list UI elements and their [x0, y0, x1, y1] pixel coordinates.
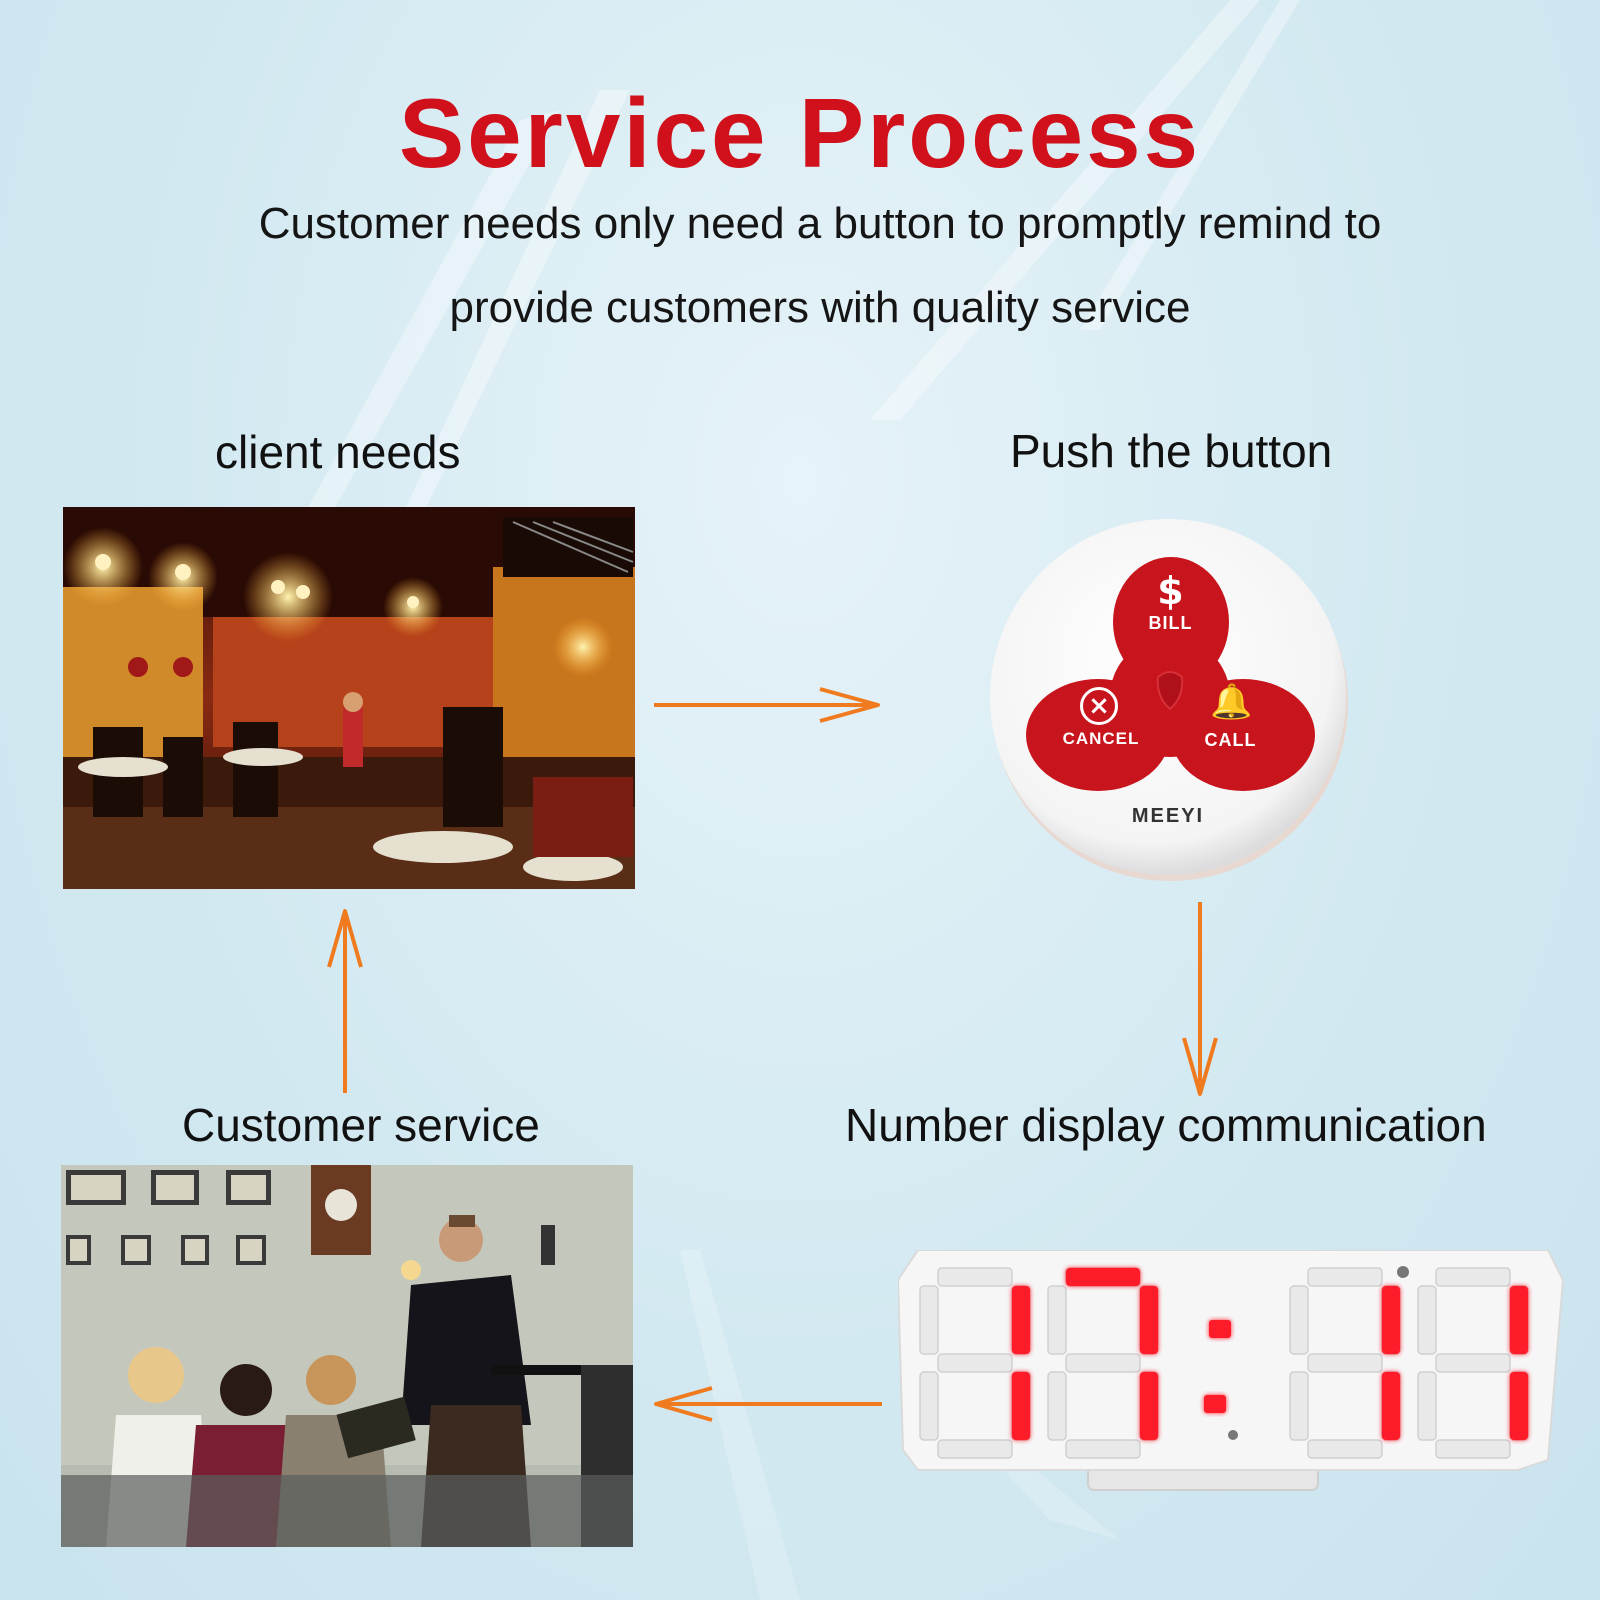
led-segment-on — [1140, 1372, 1158, 1440]
subtitle-line-1: Customer needs only need a button to pro… — [258, 199, 1382, 248]
arrow-left — [654, 1386, 882, 1422]
led-digits — [898, 1250, 1565, 1491]
page-title: Service Process — [398, 78, 1202, 188]
arrow-up — [327, 909, 363, 1093]
led-segment-on — [1066, 1268, 1140, 1286]
led-segment-off — [1435, 1267, 1511, 1287]
led-segment-on — [1510, 1286, 1528, 1354]
step-label-customer-service: Customer service — [182, 1099, 540, 1151]
step-label-push-button: Push the button — [1010, 425, 1333, 477]
led-segment-off — [919, 1371, 939, 1441]
led-segment-on — [1382, 1372, 1400, 1440]
led-segment-off — [937, 1267, 1013, 1287]
call-button-device: $ BILL × CANCEL 🔔 CALL MEEYI — [988, 517, 1353, 882]
subtitle-line-2: provide customers with quality service — [449, 283, 1191, 332]
step-label-number-display: Number display communication — [845, 1099, 1487, 1151]
led-segment-off — [1289, 1371, 1309, 1441]
led-segment-off — [1065, 1439, 1141, 1459]
customer-service-image — [61, 1165, 633, 1547]
bell-icon: 🔔 — [1210, 682, 1253, 722]
step-label-client-needs: client needs — [215, 426, 461, 478]
cancel-button-label: CANCEL — [1062, 729, 1140, 748]
led-segment-off — [1417, 1285, 1437, 1355]
led-segment-off — [1289, 1285, 1309, 1355]
led-segment-off — [1307, 1353, 1383, 1373]
led-segment-off — [1417, 1371, 1437, 1441]
led-number-display — [898, 1250, 1568, 1500]
led-segment-off — [937, 1353, 1013, 1373]
bill-button-label: BILL — [1148, 613, 1193, 633]
led-segment-on — [1140, 1286, 1158, 1354]
led-segment-off — [1307, 1267, 1383, 1287]
led-segment-on — [1510, 1372, 1528, 1440]
brand-logo: MEEYI — [1131, 805, 1205, 827]
led-segment-on — [1012, 1372, 1030, 1440]
led-segment-on — [1012, 1286, 1030, 1354]
led-segment-off — [1065, 1353, 1141, 1373]
cancel-x-icon: × — [1080, 687, 1118, 725]
led-segment-off — [937, 1439, 1013, 1459]
arrow-right — [654, 687, 880, 723]
call-button-label: CALL — [1204, 730, 1257, 750]
led-segment-on — [1382, 1286, 1400, 1354]
restaurant-interior-image — [63, 507, 635, 889]
led-segment-off — [1435, 1439, 1511, 1459]
led-segment-off — [1307, 1439, 1383, 1459]
led-segment-off — [1047, 1371, 1067, 1441]
led-segment-off — [919, 1285, 939, 1355]
arrow-down — [1182, 902, 1218, 1096]
dollar-icon: $ — [1157, 569, 1184, 613]
led-segment-off — [1435, 1353, 1511, 1373]
led-segment-off — [1047, 1285, 1067, 1355]
